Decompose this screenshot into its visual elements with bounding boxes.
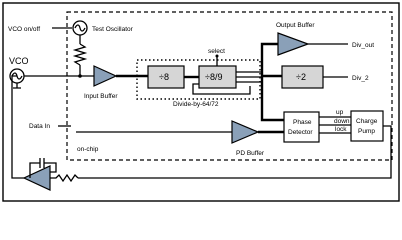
down-label: down [334,118,350,125]
charge-pump-block [350,110,384,142]
charge-pump-output-wire [78,125,392,179]
resistor-icon [72,43,88,66]
charge-pump-label-2: Pump [358,128,375,135]
to-phase-detector-bus [260,76,284,122]
select-node-dot [215,54,219,58]
div-2-label: Div_2 [352,75,369,82]
vco-ground [13,83,21,89]
phase-detector-label-2: Detector [288,129,313,136]
phase-detector-block [283,111,320,143]
to-output-buffer-bus [260,42,278,76]
cap-wire-right [44,162,57,173]
div-out-label: Div_out [352,42,374,49]
cap-wire-left [29,162,40,178]
pd-buffer-label: PD Buffer [236,150,265,157]
block-diagram: VCO on/off Test Oscillator VCO Input Buf… [2,2,400,202]
diagram-canvas: VCO on/off Test Oscillator VCO Input Buf… [2,2,400,202]
capacitor-icon [39,158,45,168]
charge-pump-label-1: Charge [356,118,378,125]
divider-group-boundary [136,59,261,100]
div89-label: ÷8/9 [205,72,222,82]
loop-resistor-icon [50,173,79,183]
div2-label: ÷2 [296,72,306,82]
on-chip-boundary [66,11,393,161]
output-buffer-amplifier-icon [277,32,310,56]
up-label: up [336,109,344,116]
vco-onoff-label: VCO on/off [8,26,40,33]
loop-filter-to-vco-wire [11,75,24,179]
test-oscillator-source-icon [72,20,88,36]
select-label: select [208,48,225,55]
input-buffer-label: Input Buffer [84,93,118,100]
vco-label: VCO [9,56,29,66]
divide-by-label: Divide-by-64/72 [173,101,219,108]
outer-frame [2,2,400,202]
input-buffer-amplifier-icon [93,65,118,87]
div8-label: ÷8 [159,72,169,82]
pd-buffer-amplifier-icon [231,120,260,144]
lock-label: lock [335,126,347,133]
loop-filter-amplifier-icon [22,165,51,191]
test-oscillator-label: Test Oscillator [92,26,134,33]
output-buffer-label: Output Buffer [276,22,315,29]
data-in-label: Data In [29,123,50,130]
div89-feedback-wire [192,83,251,95]
on-chip-label: on-chip [77,146,99,153]
phase-detector-label-1: Phase [293,119,312,126]
